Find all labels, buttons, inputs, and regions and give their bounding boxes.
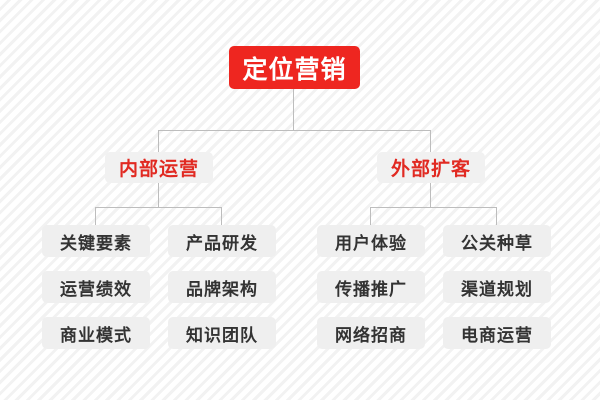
- connector-right-col2-drop: [370, 207, 371, 225]
- leaf-node-business-model[interactable]: 商业模式: [42, 317, 150, 349]
- leaf-node-pr-seeding[interactable]: 公关种草: [443, 225, 551, 257]
- connector-branch-left-drop: [158, 130, 159, 152]
- connector-root-bar: [158, 130, 431, 131]
- connector-left-col0-drop: [95, 207, 96, 225]
- connector-right-branch-bar: [370, 207, 497, 208]
- leaf-node-operating-performance[interactable]: 运营绩效: [42, 271, 150, 303]
- connector-left-branch-bar: [95, 207, 222, 208]
- leaf-node-channel-planning[interactable]: 渠道规划: [443, 271, 551, 303]
- connector-right-col3-drop: [496, 207, 497, 225]
- leaf-node-product-rd[interactable]: 产品研发: [168, 225, 276, 257]
- leaf-node-knowledge-team[interactable]: 知识团队: [168, 317, 276, 349]
- leaf-node-brand-architecture[interactable]: 品牌架构: [168, 271, 276, 303]
- connector-left-branch-stem: [158, 183, 159, 207]
- connector-left-col1-drop: [221, 207, 222, 225]
- leaf-node-online-investment[interactable]: 网络招商: [317, 317, 425, 349]
- root-node-positioning-marketing[interactable]: 定位营销: [229, 46, 360, 89]
- connector-right-branch-stem: [430, 183, 431, 207]
- leaf-node-ecommerce-operations[interactable]: 电商运营: [443, 317, 551, 349]
- leaf-node-communication-promotion[interactable]: 传播推广: [317, 271, 425, 303]
- connector-branch-right-drop: [430, 130, 431, 152]
- branch-node-internal-operations[interactable]: 内部运营: [105, 152, 213, 183]
- leaf-node-user-experience[interactable]: 用户体验: [317, 225, 425, 257]
- connector-root-stem: [293, 89, 294, 130]
- branch-node-external-acquisition[interactable]: 外部扩客: [377, 152, 485, 183]
- leaf-node-key-elements[interactable]: 关键要素: [42, 225, 150, 257]
